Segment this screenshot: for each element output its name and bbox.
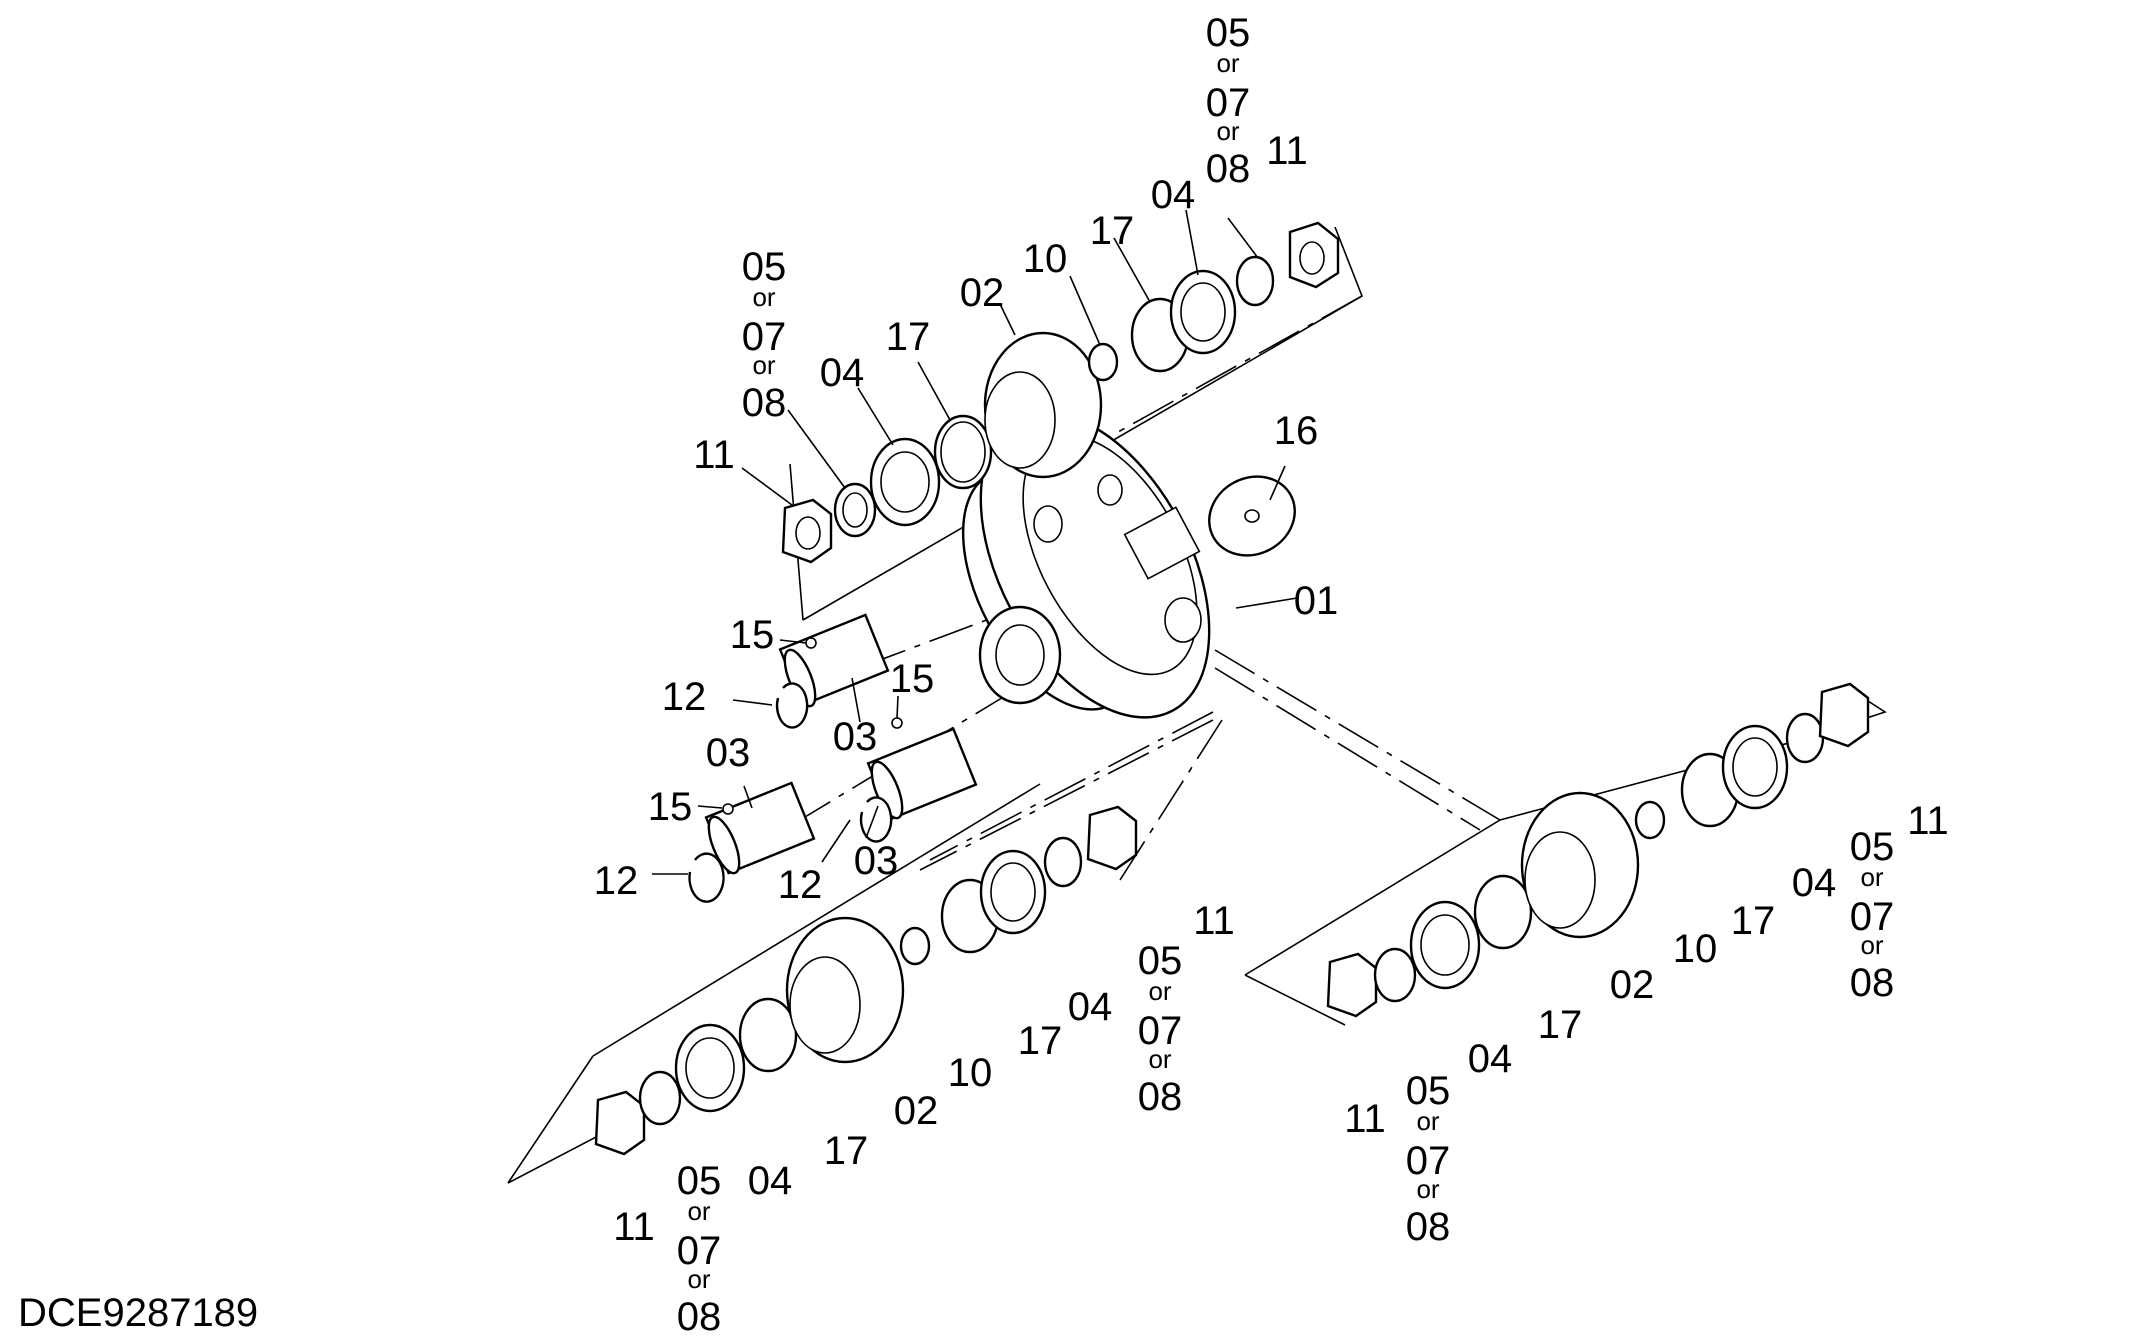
label-08: 08 <box>1406 1205 1451 1249</box>
upper-gear-set <box>781 221 1340 564</box>
label-15: 15 <box>730 613 775 657</box>
snap-rings-part-12 <box>688 682 893 903</box>
label-04: 04 <box>1792 861 1837 905</box>
label-or: or <box>687 1196 710 1226</box>
alt-group-top: 05 or 07 or 08 <box>1206 11 1251 191</box>
label-08: 08 <box>1206 147 1251 191</box>
right-gear-set <box>1326 682 1870 1018</box>
label-15: 15 <box>890 657 935 701</box>
label-04: 04 <box>1151 173 1196 217</box>
label-10: 10 <box>948 1051 993 1095</box>
alt-group-lower-left: 05 or 07 or 08 <box>677 1159 722 1339</box>
shaft-pins-part-03 <box>704 613 978 875</box>
label-07: 07 <box>677 1229 722 1273</box>
label-02: 02 <box>1610 963 1655 1007</box>
label-05: 05 <box>677 1159 722 1203</box>
label-or: or <box>1860 862 1883 892</box>
label-12: 12 <box>778 863 823 907</box>
label-11: 11 <box>1344 1097 1386 1141</box>
label-04: 04 <box>820 351 865 395</box>
label-11: 11 <box>1907 799 1949 843</box>
label-11: 11 <box>1266 129 1308 173</box>
drawing-code: DCE9287189 <box>18 1291 258 1335</box>
label-or: or <box>1216 116 1239 146</box>
label-15: 15 <box>648 785 693 829</box>
label-17: 17 <box>1731 899 1776 943</box>
label-07: 07 <box>1138 1009 1183 1053</box>
label-04: 04 <box>748 1159 793 1203</box>
label-03: 03 <box>706 731 751 775</box>
label-or: or <box>1416 1174 1439 1204</box>
label-17: 17 <box>886 315 931 359</box>
label-or: or <box>752 350 775 380</box>
alt-group-right: 05 or 07 or 08 <box>1850 825 1895 1005</box>
label-or: or <box>1416 1106 1439 1136</box>
label-03: 03 <box>833 715 878 759</box>
label-17: 17 <box>1018 1019 1063 1063</box>
label-or: or <box>1216 48 1239 78</box>
label-17: 17 <box>1538 1003 1583 1047</box>
label-05: 05 <box>742 245 787 289</box>
label-17: 17 <box>824 1129 869 1173</box>
label-or: or <box>1860 930 1883 960</box>
label-05: 05 <box>1850 825 1895 869</box>
label-11: 11 <box>1193 899 1235 943</box>
label-02: 02 <box>960 271 1005 315</box>
label-12: 12 <box>662 675 707 719</box>
label-11: 11 <box>693 433 735 477</box>
label-or: or <box>1148 1044 1171 1074</box>
alt-group-lower-right: 05 or 07 or 08 <box>1138 939 1183 1119</box>
lower-gear-set <box>594 805 1138 1156</box>
label-01: 01 <box>1294 579 1339 623</box>
label-08: 08 <box>677 1295 722 1339</box>
label-03: 03 <box>854 839 899 883</box>
callout-labels: 01 16 11 04 17 10 02 17 04 11 05 or 07 o… <box>594 11 1949 1339</box>
label-08: 08 <box>1138 1075 1183 1119</box>
label-07: 07 <box>1206 81 1251 125</box>
label-04: 04 <box>1468 1037 1513 1081</box>
label-05: 05 <box>1138 939 1183 983</box>
label-or: or <box>752 282 775 312</box>
callout-leaders <box>652 209 1298 875</box>
label-10: 10 <box>1673 927 1718 971</box>
label-16: 16 <box>1274 409 1319 453</box>
label-05: 05 <box>1406 1069 1451 1113</box>
label-08: 08 <box>1850 961 1895 1005</box>
label-02: 02 <box>894 1089 939 1133</box>
label-17: 17 <box>1090 209 1135 253</box>
label-11: 11 <box>613 1205 655 1249</box>
label-12: 12 <box>594 859 639 903</box>
label-10: 10 <box>1023 237 1068 281</box>
label-08: 08 <box>742 381 787 425</box>
alt-group-right-lower: 05 or 07 or 08 <box>1406 1069 1451 1249</box>
label-04: 04 <box>1068 985 1113 1029</box>
label-or: or <box>687 1264 710 1294</box>
thrust-washer-part-16 <box>1208 475 1296 557</box>
label-07: 07 <box>1406 1139 1451 1183</box>
label-or: or <box>1148 976 1171 1006</box>
planet-carrier-part-01 <box>961 411 1211 719</box>
label-07: 07 <box>742 315 787 359</box>
alt-group-upper-left: 05 or 07 or 08 <box>742 245 787 425</box>
steel-balls-part-15 <box>722 637 903 815</box>
label-07: 07 <box>1850 895 1895 939</box>
label-05: 05 <box>1206 11 1251 55</box>
